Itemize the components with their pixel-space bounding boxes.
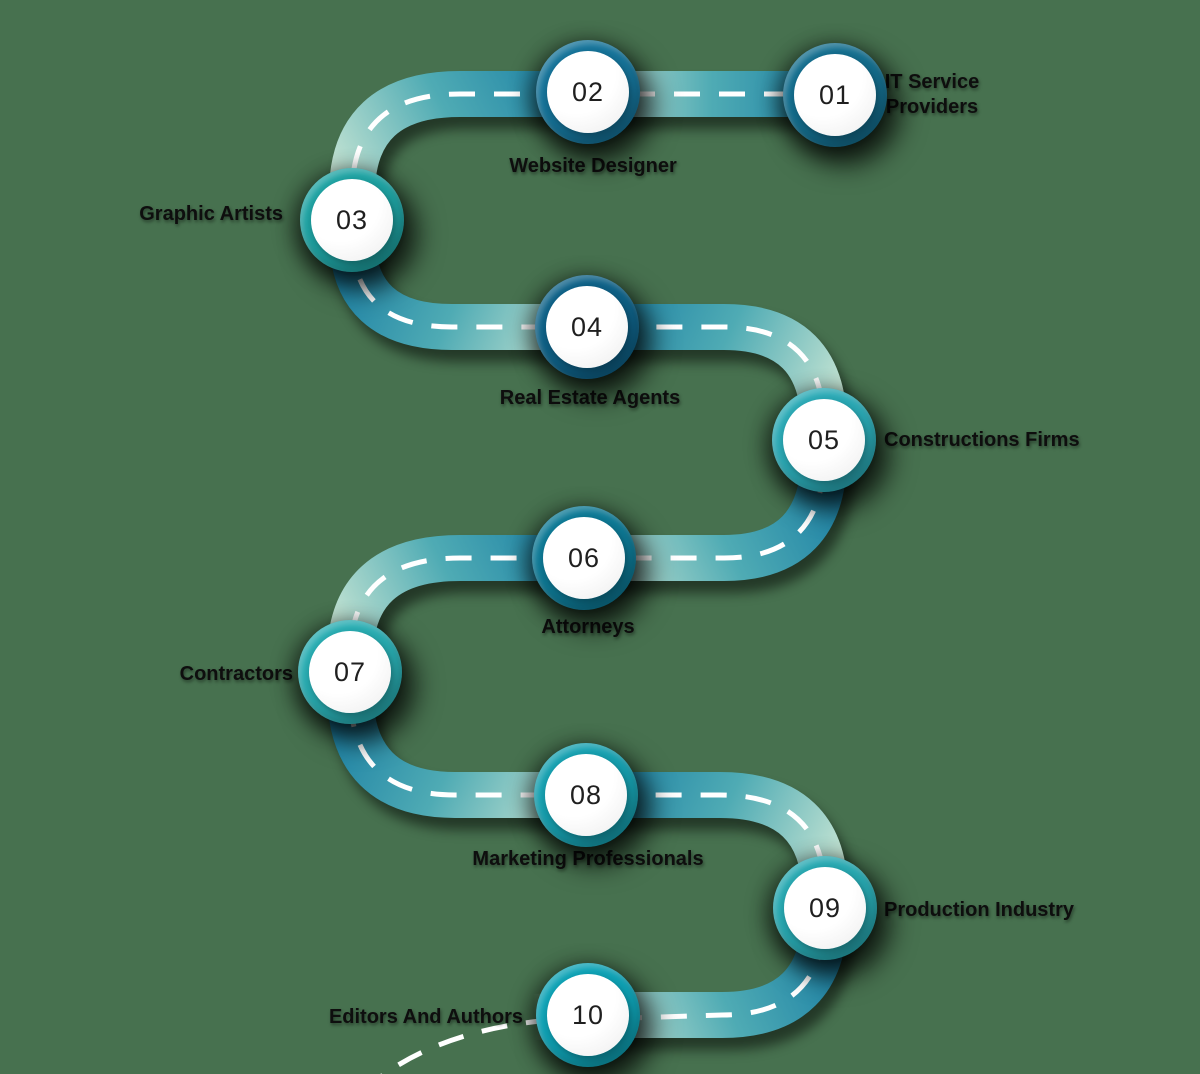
node-04: 04 xyxy=(535,275,639,379)
node-08-ring: 08 xyxy=(534,743,638,847)
node-10-number: 10 xyxy=(571,999,605,1030)
node-01-label: IT Service Providers xyxy=(884,71,980,118)
node-03-number: 03 xyxy=(335,204,369,235)
node-02-label: Website Designer xyxy=(509,155,677,177)
node-03: 03 xyxy=(300,168,404,272)
node-06-ring: 06 xyxy=(532,506,636,610)
node-10: 10 xyxy=(536,963,640,1067)
node-06-label: Attorneys xyxy=(541,616,635,638)
node-10-disc: 10 xyxy=(547,974,629,1056)
node-08-label: Marketing Professionals xyxy=(472,848,704,870)
node-01-ring: 01 xyxy=(783,43,887,147)
node-02-ring: 02 xyxy=(536,40,640,144)
node-09-disc: 09 xyxy=(784,867,866,949)
node-09-label: Production Industry xyxy=(884,899,1074,921)
node-02-number: 02 xyxy=(571,76,605,107)
node-05-label: Constructions Firms xyxy=(884,429,1080,451)
node-10-label: Editors And Authors xyxy=(328,1006,523,1028)
node-06-number: 06 xyxy=(567,542,601,573)
node-03-disc: 03 xyxy=(311,179,393,261)
node-07-label: Contractors xyxy=(179,663,293,685)
node-04-number: 04 xyxy=(570,311,604,342)
node-09-ring: 09 xyxy=(773,856,877,960)
node-07-number: 07 xyxy=(333,656,367,687)
node-06-disc: 06 xyxy=(543,517,625,599)
node-05-number: 05 xyxy=(807,424,841,455)
node-05-ring: 05 xyxy=(772,388,876,492)
node-05-disc: 05 xyxy=(783,399,865,481)
node-09-number: 09 xyxy=(808,892,842,923)
node-01-number: 01 xyxy=(818,79,852,110)
node-09: 09 xyxy=(773,856,877,960)
node-01: 01 xyxy=(783,43,887,147)
node-10-ring: 10 xyxy=(536,963,640,1067)
node-03-ring: 03 xyxy=(300,168,404,272)
node-08-number: 08 xyxy=(569,779,603,810)
node-08-disc: 08 xyxy=(545,754,627,836)
node-05: 05 xyxy=(772,388,876,492)
node-07-ring: 07 xyxy=(298,620,402,724)
road-dash-line xyxy=(347,91,835,1074)
node-07: 07 xyxy=(298,620,402,724)
node-04-ring: 04 xyxy=(535,275,639,379)
node-02: 02 xyxy=(536,40,640,144)
node-07-disc: 07 xyxy=(309,631,391,713)
node-04-label: Real Estate Agents xyxy=(499,387,681,409)
node-04-disc: 04 xyxy=(546,286,628,368)
node-06: 06 xyxy=(532,506,636,610)
node-02-disc: 02 xyxy=(547,51,629,133)
node-03-label: Graphic Artists xyxy=(139,203,283,225)
node-01-disc: 01 xyxy=(794,54,876,136)
node-08: 08 xyxy=(534,743,638,847)
